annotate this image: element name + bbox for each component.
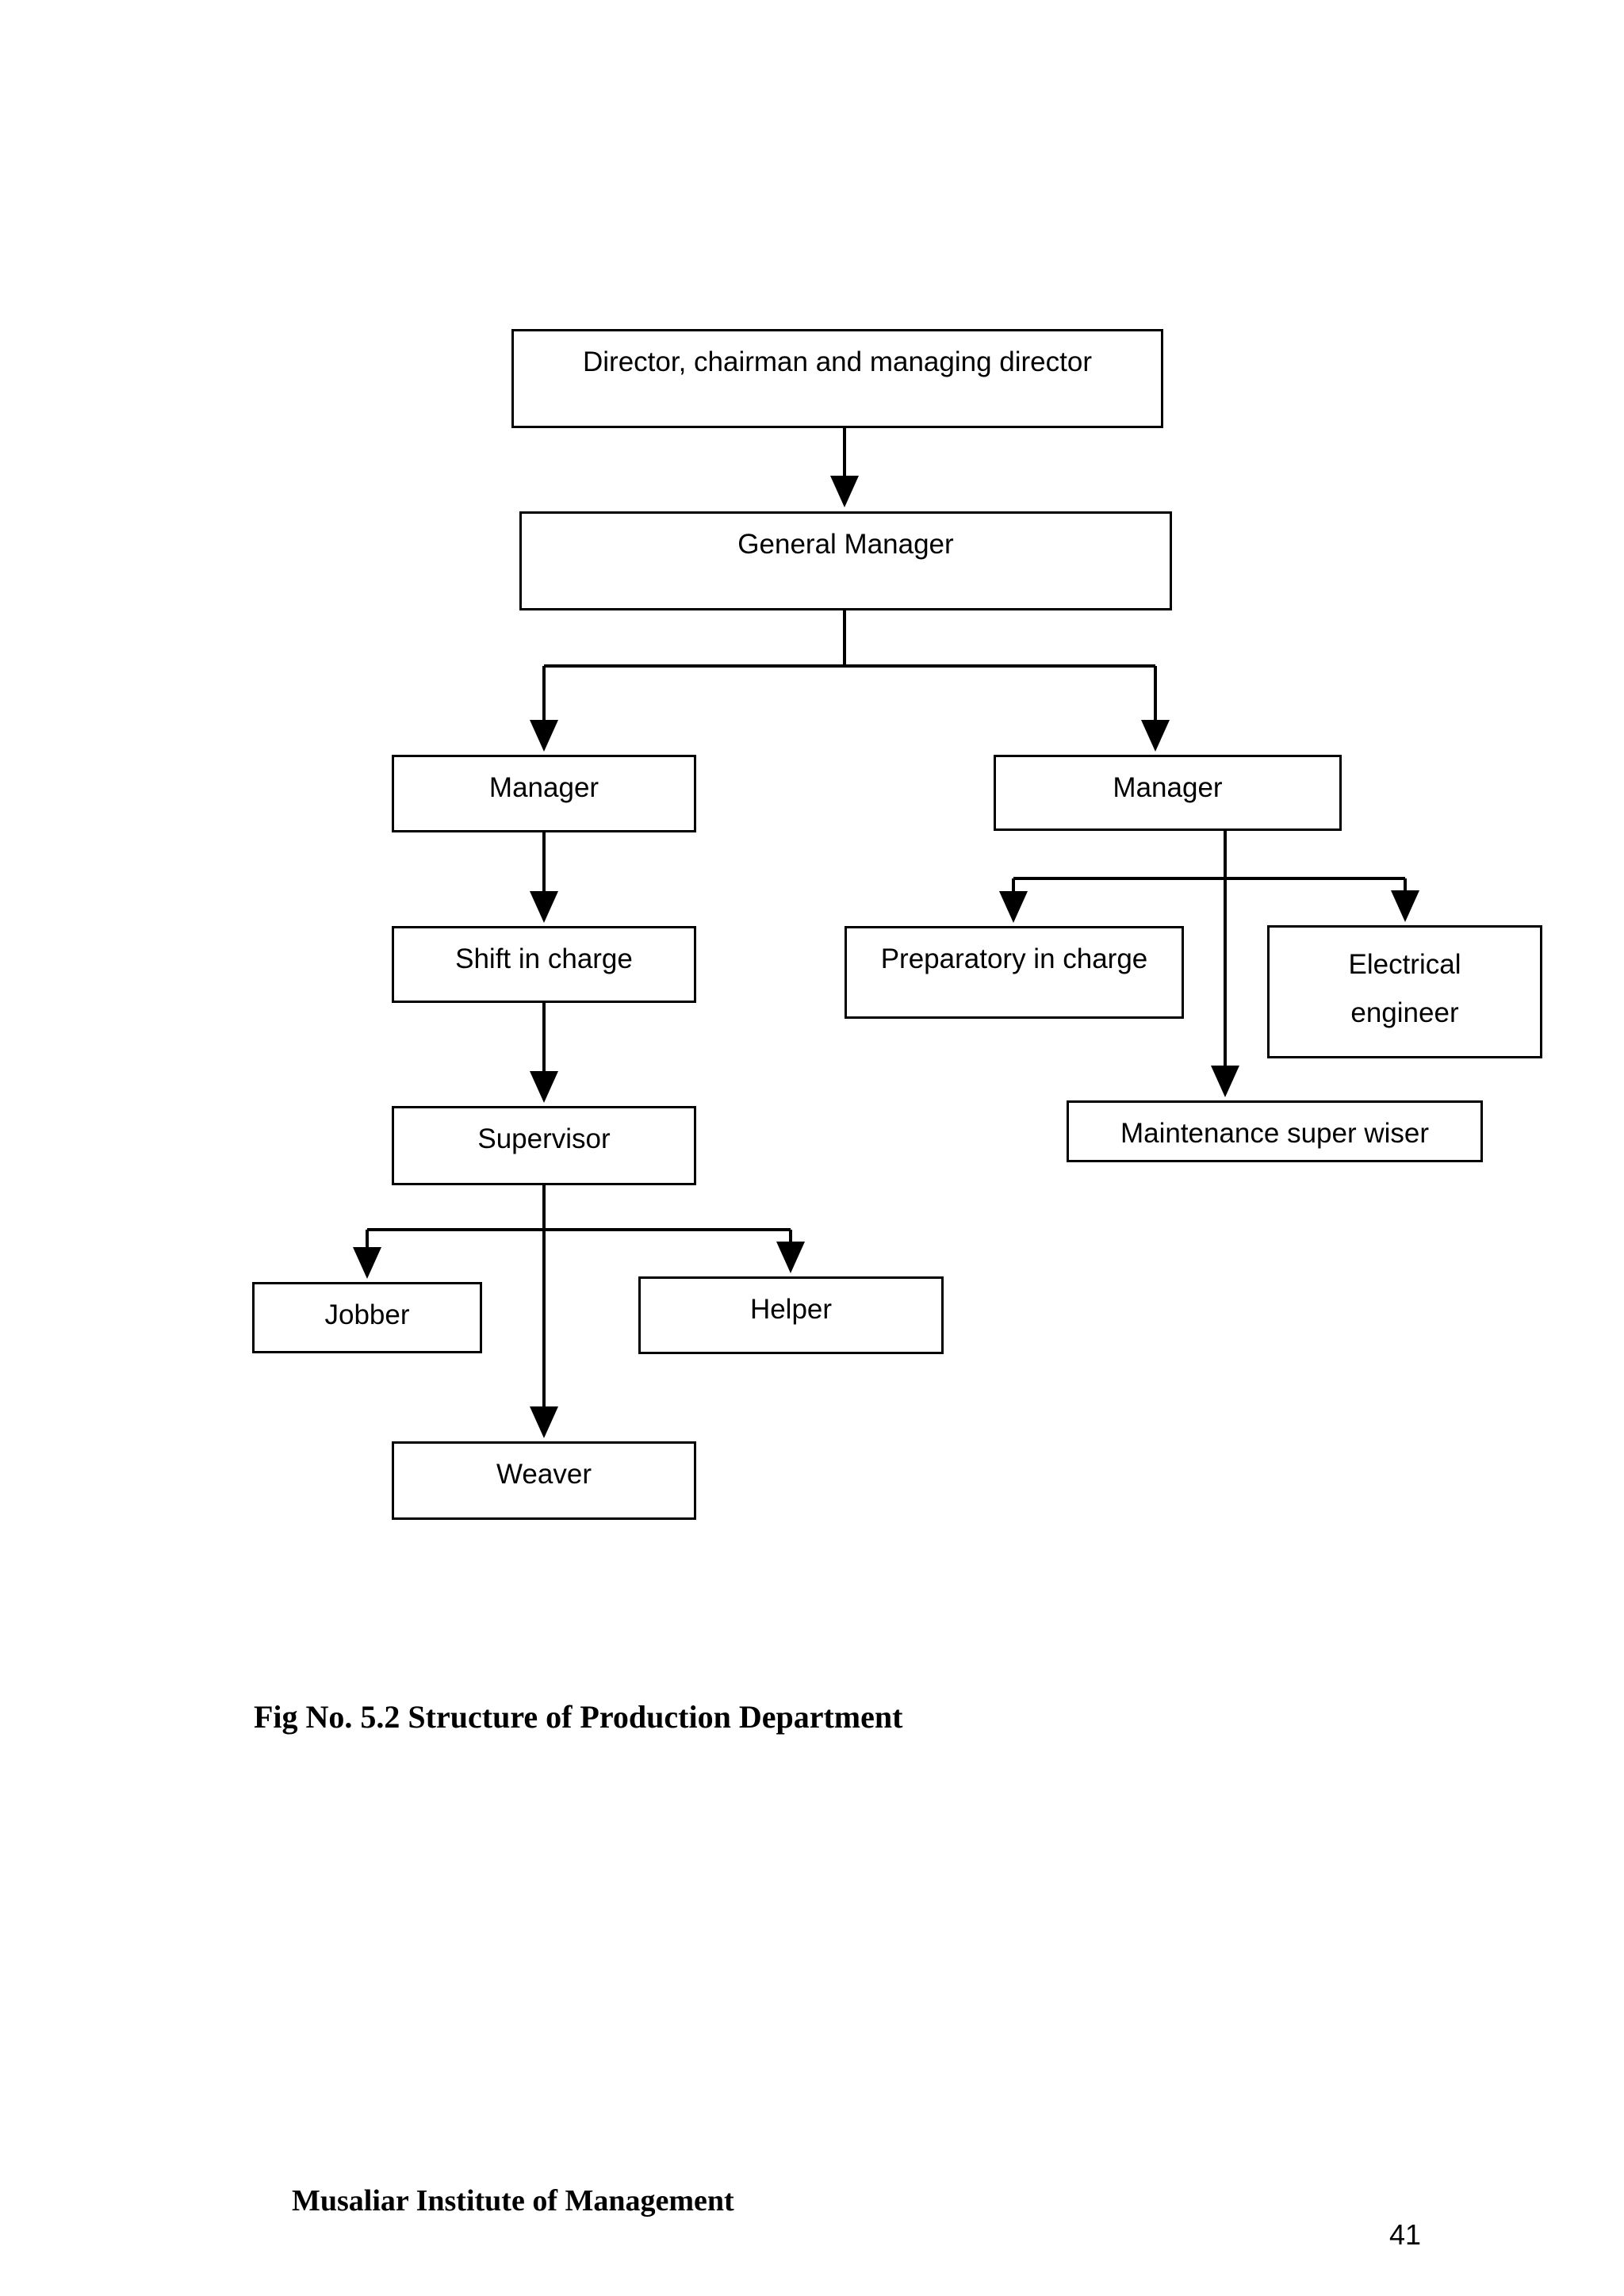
page-number: 41 <box>1389 2218 1422 2251</box>
node-electrical-engineer-label: Electrical engineer <box>1348 949 1461 1029</box>
node-preparatory-in-charge-label: Preparatory in charge <box>880 943 1148 974</box>
org-chart-diagram: Director, chairman and managing director… <box>252 329 1542 1520</box>
figure-caption: Fig No. 5.2 Structure of Production Depa… <box>254 1699 903 1735</box>
node-preparatory-in-charge[interactable]: Preparatory in charge <box>845 926 1184 1019</box>
node-shift-in-charge[interactable]: Shift in charge <box>392 926 696 1003</box>
node-electrical-engineer[interactable]: Electrical engineer <box>1267 925 1542 1058</box>
node-manager-left[interactable]: Manager <box>392 755 696 832</box>
node-weaver-label: Weaver <box>496 1459 592 1490</box>
node-jobber-label: Jobber <box>324 1299 410 1330</box>
node-supervisor-label: Supervisor <box>477 1123 611 1154</box>
node-helper-label: Helper <box>749 1294 833 1325</box>
node-director[interactable]: Director, chairman and managing director <box>511 329 1163 428</box>
node-weaver[interactable]: Weaver <box>392 1441 696 1520</box>
node-maintenance-super-wiser-label: Maintenance super wiser <box>1120 1118 1430 1149</box>
node-manager-right[interactable]: Manager <box>994 755 1342 831</box>
node-jobber[interactable]: Jobber <box>252 1282 482 1353</box>
node-director-label: Director, chairman and managing director <box>583 346 1092 377</box>
connector-lines <box>353 428 1419 1438</box>
node-general-manager-label: General Manager <box>737 529 954 560</box>
node-general-manager[interactable]: General Manager <box>519 511 1172 610</box>
node-helper[interactable]: Helper <box>638 1276 944 1354</box>
footer-institution-name: Musaliar Institute of Management <box>292 2184 734 2218</box>
node-manager-right-label: Manager <box>1113 772 1223 803</box>
node-maintenance-super-wiser[interactable]: Maintenance super wiser <box>1067 1100 1483 1162</box>
node-supervisor[interactable]: Supervisor <box>392 1106 696 1185</box>
node-shift-in-charge-label: Shift in charge <box>455 943 633 974</box>
node-manager-left-label: Manager <box>488 772 599 803</box>
